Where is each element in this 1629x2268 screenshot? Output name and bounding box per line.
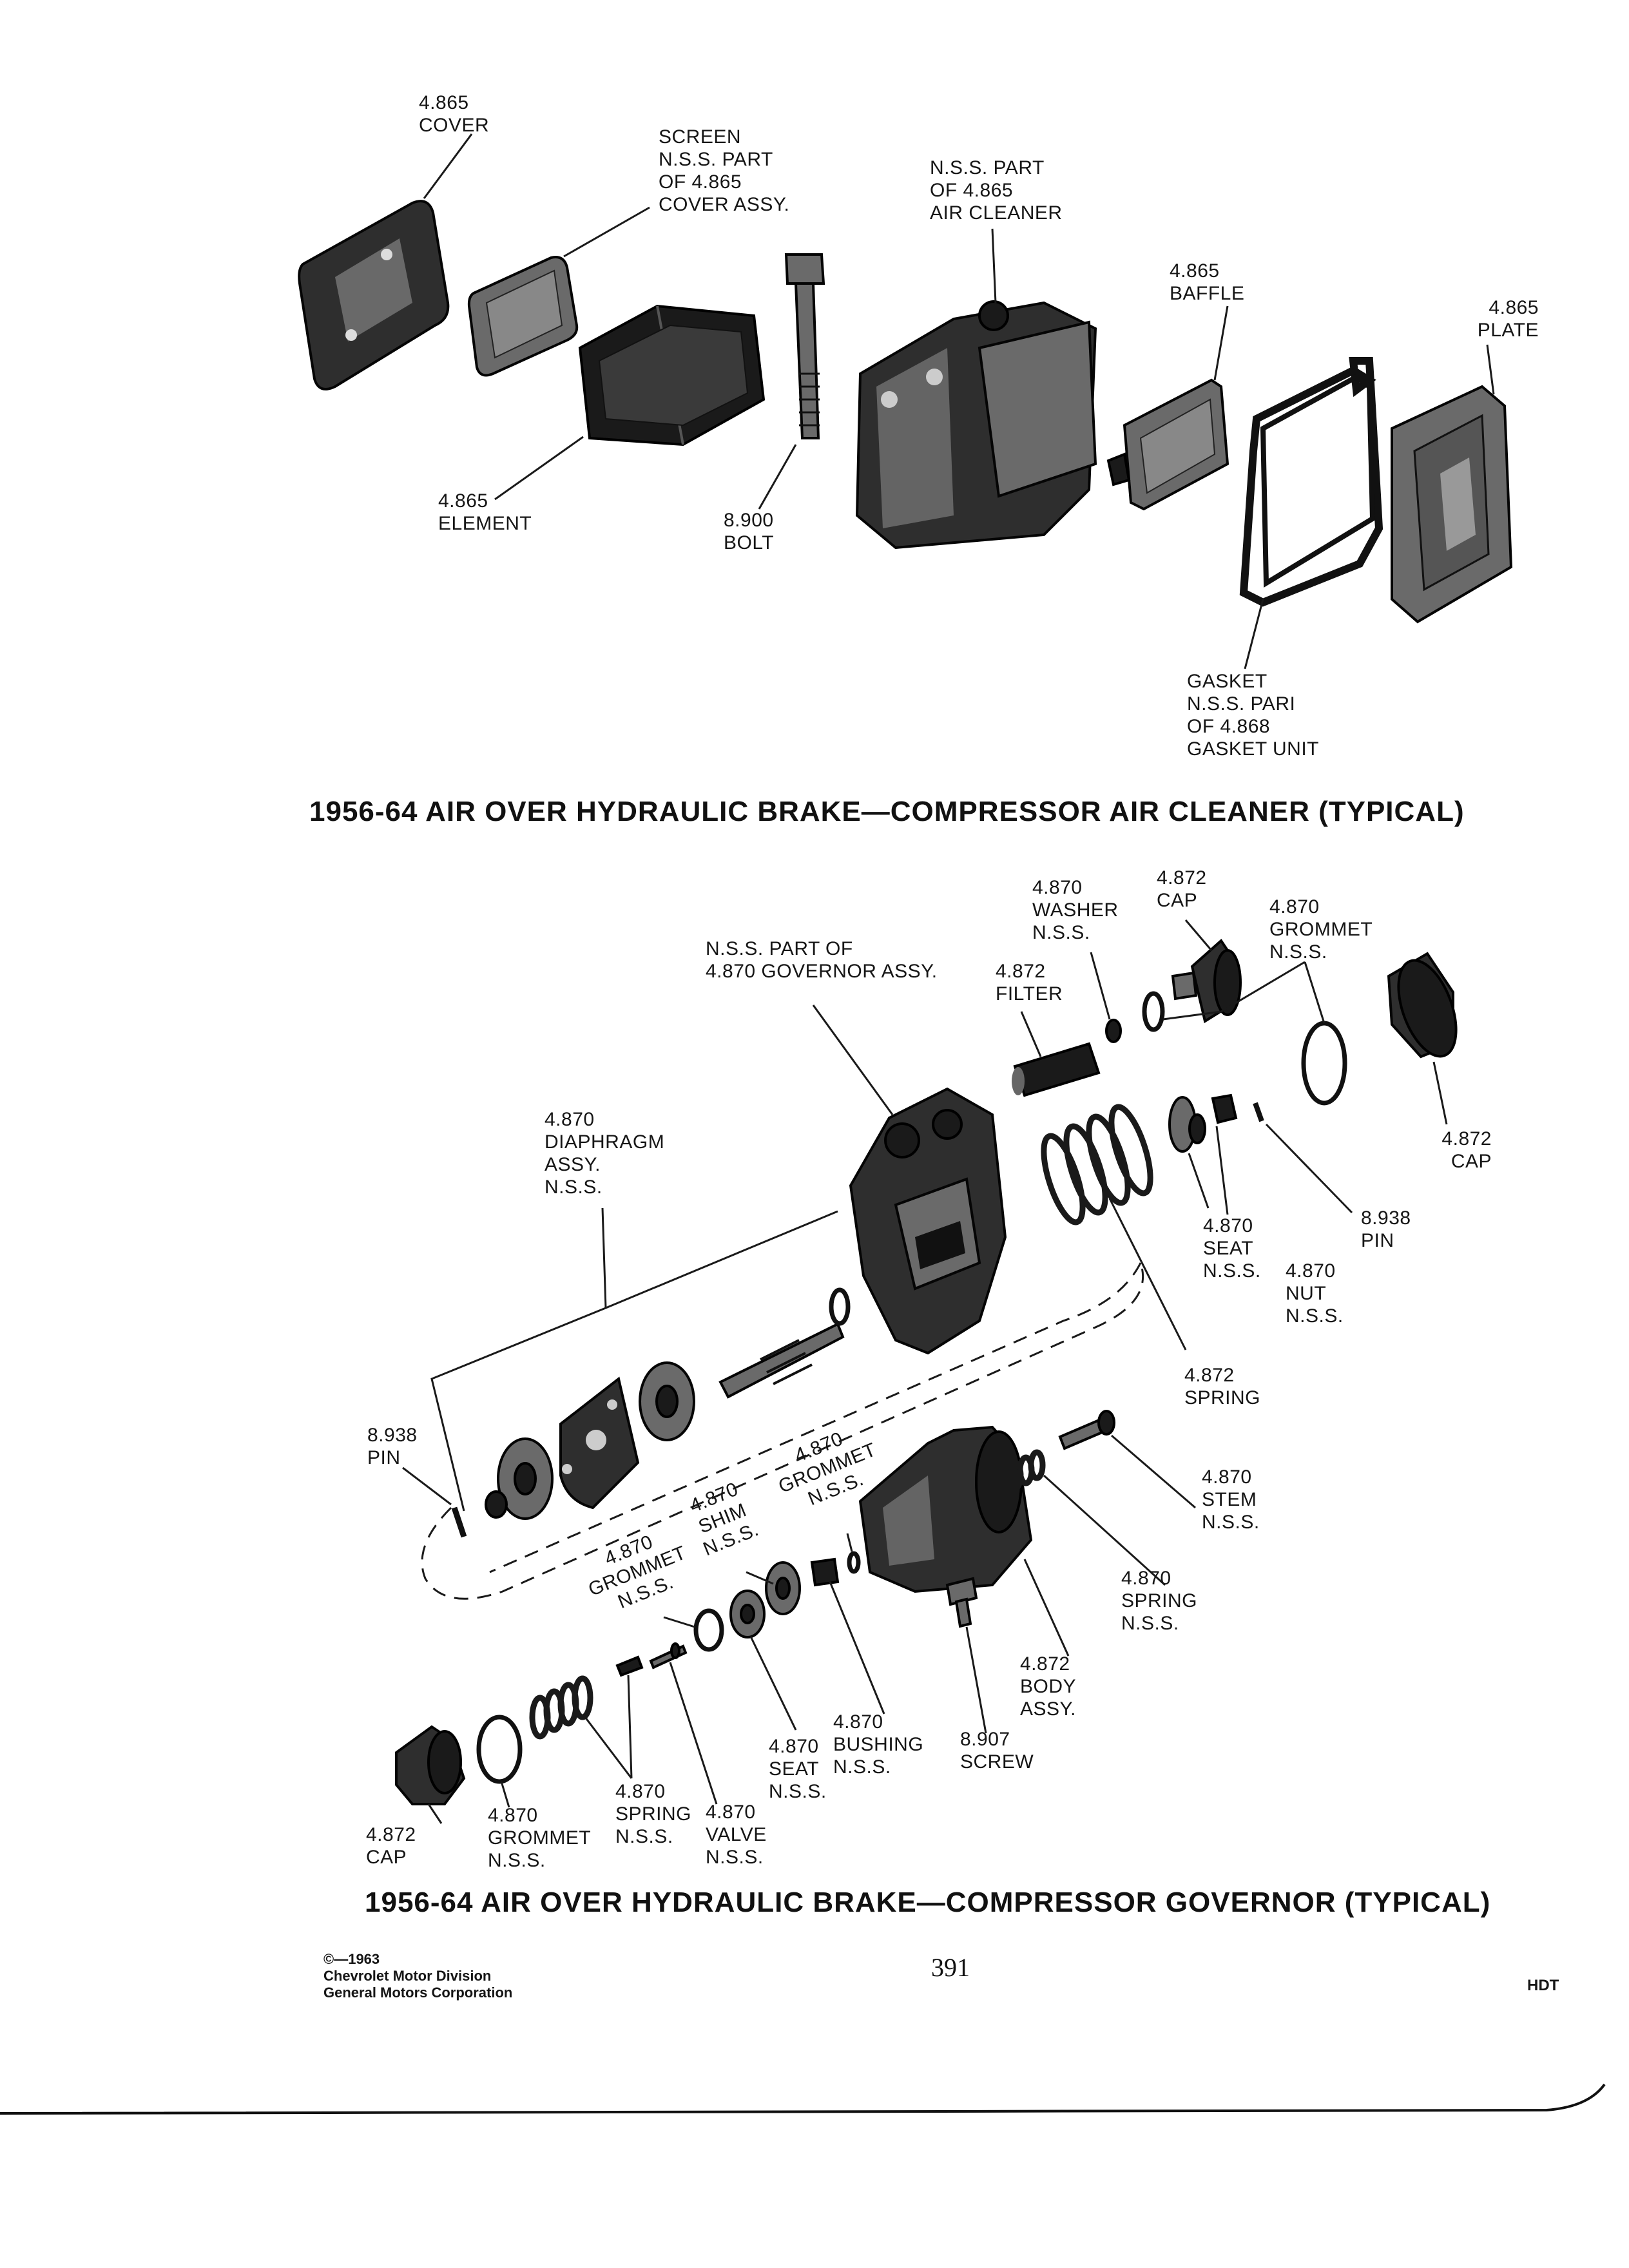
- label-cap-top: 4.872 CAP: [1157, 867, 1207, 911]
- stem-part: [1058, 1410, 1115, 1450]
- label-plate: 4.865 PLATE: [1477, 297, 1539, 341]
- label-gasket: GASKET N.S.S. PARI OF 4.868 GASKET UNIT: [1187, 671, 1319, 760]
- washer-part: [1105, 1019, 1122, 1043]
- gasket-part: [1239, 357, 1383, 607]
- label-pin-right: 8.938 PIN: [1361, 1207, 1411, 1251]
- shim-part: [765, 1561, 801, 1615]
- governor-diagram-title: 1956-64 AIR OVER HYDRAULIC BRAKE—COMPRES…: [365, 1887, 1491, 1918]
- valve-part: [649, 1642, 688, 1669]
- label-filter: 4.872 FILTER: [996, 961, 1063, 1004]
- label-grommet-top: 4.870 GROMMET N.S.S.: [1269, 896, 1373, 963]
- page-bottom-rule: [0, 2083, 1606, 2115]
- air-cleaner-diagram-title: 1956-64 AIR OVER HYDRAULIC BRAKE—COMPRES…: [309, 796, 1465, 827]
- label-air-cleaner: N.S.S. PART OF 4.865 AIR CLEANER: [930, 157, 1063, 224]
- label-diaphragm: 4.870 DIAPHRAGM ASSY. N.S.S.: [545, 1109, 665, 1198]
- label-screen: SCREEN N.S.S. PART OF 4.865 COVER ASSY.: [659, 126, 790, 215]
- filter-part: [1012, 1042, 1101, 1097]
- section-code: HDT: [1527, 1977, 1559, 1994]
- label-spring-lower: 4.870 SPRING N.S.S.: [615, 1781, 692, 1847]
- label-nut: 4.870 NUT N.S.S.: [1286, 1260, 1344, 1327]
- label-cover: 4.865 COVER: [419, 92, 490, 136]
- label-grommet-lower: 4.870 GROMMET N.S.S.: [488, 1805, 592, 1871]
- element-part: [578, 304, 766, 447]
- label-baffle: 4.865 BAFFLE: [1170, 260, 1245, 304]
- spring-upper-part: [1041, 1104, 1153, 1225]
- label-element: 4.865 ELEMENT: [438, 490, 532, 534]
- body-assembly-part: [858, 1425, 1033, 1593]
- diaphragm-assembly-parts: [485, 1287, 851, 1520]
- grommet-lower-part: [476, 1715, 523, 1784]
- screen-part: [467, 256, 579, 377]
- label-washer: 4.870 WASHER N.S.S.: [1032, 877, 1119, 943]
- seat-upper-part: [1168, 1096, 1206, 1153]
- label-stem: 4.870 STEM N.S.S.: [1202, 1466, 1260, 1533]
- cap-lower-part: [395, 1725, 466, 1805]
- baffle-part: [1106, 378, 1229, 511]
- label-bushing: 4.870 BUSHING N.S.S.: [833, 1711, 924, 1778]
- spring-right-part: [1006, 1449, 1046, 1492]
- cap-right-part: [1387, 952, 1458, 1059]
- bolt-part: [784, 253, 825, 439]
- seat-lower-part: [729, 1590, 766, 1639]
- bushing-part: [810, 1557, 840, 1587]
- grommet-left-part: [693, 1608, 724, 1652]
- label-pin-left: 8.938 PIN: [367, 1425, 418, 1468]
- grommet-top-small-part: [1142, 991, 1165, 1032]
- screw-part: [945, 1577, 978, 1628]
- label-bolt: 8.900 BOLT: [724, 510, 775, 553]
- label-cap-right: 4.872 CAP: [1441, 1128, 1492, 1172]
- cap-top-part: [1171, 938, 1242, 1024]
- label-governor-assy: N.S.S. PART OF 4.870 GOVERNOR ASSY.: [706, 938, 938, 982]
- label-screw: 8.907 SCREW: [960, 1729, 1034, 1773]
- air-cleaner-housing-part: [855, 300, 1097, 550]
- page-number: 391: [931, 1953, 970, 1982]
- copyright-notice: ©—1963 Chevrolet Motor Division General …: [323, 1951, 513, 2001]
- governor-upper-housing-part: [849, 1087, 1007, 1355]
- cover-part: [298, 200, 450, 390]
- nut-part: [1211, 1093, 1238, 1124]
- pin-left-part: [451, 1506, 467, 1538]
- label-cap-lower: 4.872 CAP: [366, 1824, 416, 1868]
- label-spring-right: 4.870 SPRING N.S.S.: [1121, 1568, 1198, 1634]
- grommet-mid-part: [847, 1551, 861, 1574]
- grommet-top-large-part: [1301, 1021, 1347, 1106]
- pin-right-part: [1253, 1102, 1264, 1122]
- spring-lower-part: [529, 1675, 593, 1740]
- plate-part: [1391, 385, 1513, 624]
- label-seat-lower: 4.870 SEAT N.S.S.: [769, 1736, 827, 1802]
- spring-lower-small-part: [615, 1655, 644, 1677]
- label-body-assy: 4.872 BODY ASSY.: [1020, 1653, 1077, 1720]
- label-seat-upper: 4.870 SEAT N.S.S.: [1203, 1215, 1261, 1282]
- label-spring-upper: 4.872 SPRING: [1184, 1365, 1261, 1408]
- label-valve: 4.870 VALVE N.S.S.: [706, 1802, 767, 1868]
